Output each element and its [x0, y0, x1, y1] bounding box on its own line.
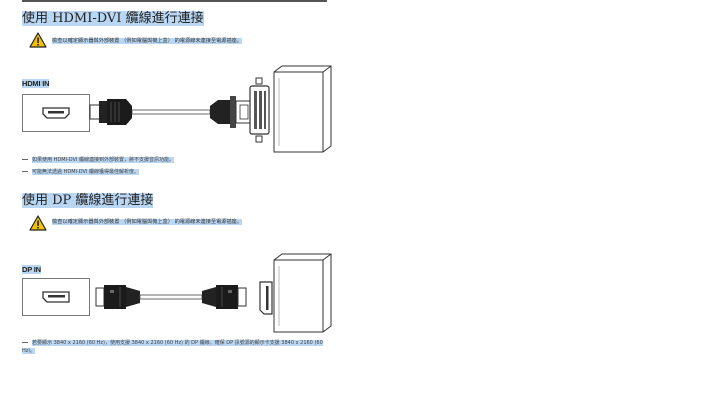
hdmi-port-icon — [42, 107, 70, 119]
warning-text-dp: 檢查以確定顯示器與外部裝置 （例如電腦與機上盒） 的電源線未連接至電源插座。 — [52, 219, 243, 225]
port-label-dp: DP IN — [22, 265, 41, 274]
dp-port-panel — [22, 278, 90, 316]
dp-cable — [95, 285, 247, 309]
pc-tower-icon — [273, 65, 332, 153]
port-label-hdmi: HDMI IN — [22, 79, 50, 88]
section-title-dp: 使用 DP 纜線進行連接 — [22, 193, 154, 208]
note-hdmi-2: 可能無法透過 HDMI-DVI 纜線獲得最佳解析度。 — [22, 168, 140, 176]
warning-triangle-icon — [29, 215, 47, 231]
warning-text-hdmi: 檢查以確定顯示器與外部裝置 （例如電腦與機上盒） 的電源線未連接至電源插座。 — [52, 38, 243, 44]
hdmi-dvi-cable — [89, 96, 255, 128]
section-title-hdmi: 使用 HDMI-DVI 纜線進行連接 — [22, 11, 204, 26]
warning-triangle-icon — [29, 32, 47, 48]
hdmi-port-panel — [22, 94, 90, 132]
dp-port-pc-icon — [259, 281, 273, 315]
dvi-port-icon — [249, 77, 270, 143]
dp-port-icon — [42, 291, 70, 303]
note-dp-1: 若要顯示 3840 x 2160 (60 Hz)，使用支援 3840 x 216… — [22, 340, 323, 354]
pc-tower-icon — [273, 253, 332, 333]
top-rule — [22, 0, 327, 2]
note-hdmi-1: 如果使用 HDMI-DVI 纜線連接到外部裝置，將不支援音訊功能。 — [22, 156, 175, 164]
